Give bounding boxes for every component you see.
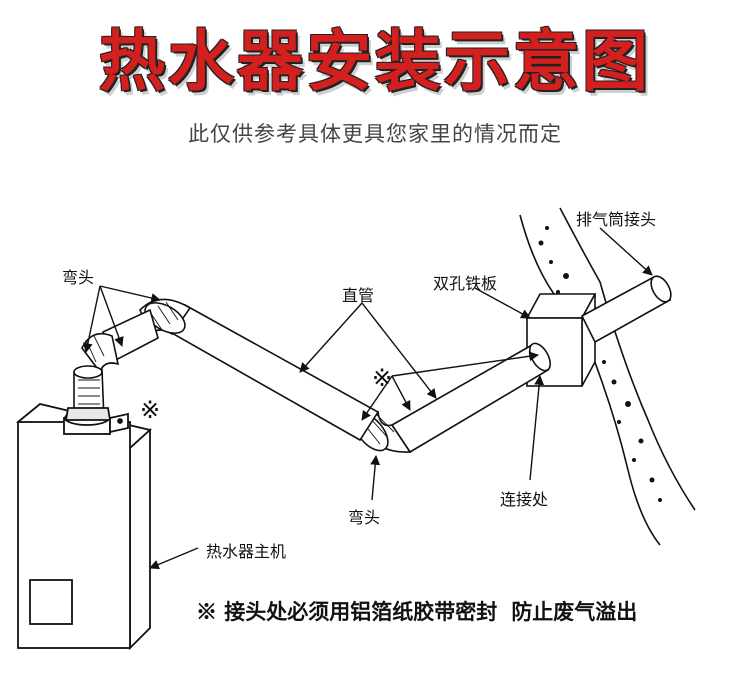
seal-note-part2: 防止废气溢出 bbox=[511, 599, 637, 624]
label-straight-pipe: 直管 bbox=[342, 282, 374, 306]
label-elbow-bottom: 弯头 bbox=[348, 504, 380, 528]
seal-note: ※ 接头处必须用铝箔纸胶带密封防止废气溢出 bbox=[196, 596, 637, 626]
leader-straight-a bbox=[300, 303, 362, 372]
label-elbow-top: 弯头 bbox=[62, 264, 94, 288]
heater-panel-window bbox=[30, 580, 72, 624]
leader-elbow-bottom bbox=[372, 456, 376, 500]
label-heater-unit: 热水器主机 bbox=[206, 538, 286, 562]
exhaust-pipe bbox=[582, 273, 675, 342]
straight-pipe-long bbox=[170, 305, 378, 440]
leader-elbow-top-b bbox=[100, 286, 160, 300]
leader-mark-b bbox=[392, 376, 410, 410]
leader-joint bbox=[530, 376, 540, 480]
seal-mark-left: ※ bbox=[140, 396, 160, 424]
leader-exhaust bbox=[600, 228, 652, 275]
leader-heater bbox=[150, 548, 198, 568]
label-double-hole-plate: 双孔铁板 bbox=[433, 270, 497, 294]
seal-note-part1: ※ 接头处必须用铝箔纸胶带密封 bbox=[196, 599, 497, 624]
label-joint: 连接处 bbox=[500, 486, 548, 510]
label-exhaust-joint: 排气筒接头 bbox=[576, 206, 656, 230]
water-heater-body bbox=[18, 404, 150, 648]
seal-mark-right: ※ bbox=[372, 364, 392, 392]
